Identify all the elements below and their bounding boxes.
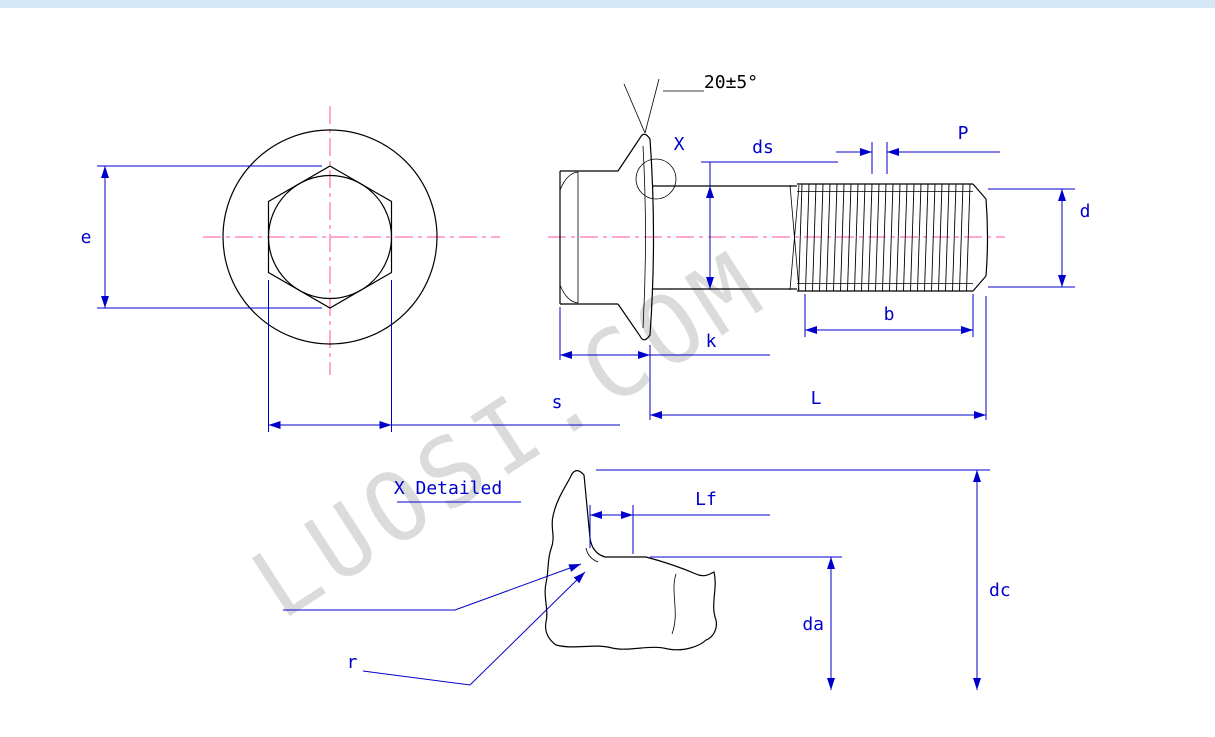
dimension-dc: dc (596, 469, 1011, 690)
detail-geometry (544, 470, 717, 651)
label-x: X (674, 134, 685, 155)
label-ds: ds (752, 137, 774, 158)
thread-hatch (797, 184, 973, 291)
dimension-p: P (836, 123, 1000, 174)
dimension-r: r (283, 563, 586, 686)
flange-circle (222, 129, 438, 345)
front-view: e s (81, 106, 620, 432)
dimension-ds: ds (701, 137, 838, 289)
label-k: k (706, 331, 717, 352)
top-strip (0, 0, 1215, 8)
dimension-l: L (650, 296, 987, 420)
hexagon (267, 165, 393, 309)
flange-profile (617, 133, 655, 341)
label-l: L (811, 388, 822, 409)
label-s: s (552, 392, 563, 413)
label-p: P (958, 123, 969, 144)
label-da: da (802, 614, 824, 635)
label-e: e (81, 227, 92, 248)
dimension-da: da (650, 556, 842, 690)
dimension-s: s (268, 280, 620, 432)
front-view-centerlines (203, 106, 500, 375)
label-lf: Lf (695, 489, 717, 510)
watermark: LUOSI.COM (234, 229, 786, 641)
side-view: 20±5° X ds P d (548, 72, 1090, 420)
label-dc: dc (989, 580, 1011, 601)
watermark-text: LUOSI.COM (234, 229, 786, 641)
label-d: d (1080, 201, 1091, 222)
detail-circle (635, 158, 677, 200)
label-b: b (884, 304, 895, 325)
side-view-geometry (559, 133, 989, 341)
dimension-b: b (804, 294, 974, 337)
detail-title: X Detailed (394, 478, 521, 503)
dimension-lf: Lf (589, 489, 770, 554)
angle-callout: 20±5° (623, 72, 758, 134)
detail-x-marker: X (635, 134, 685, 200)
label-r: r (347, 652, 358, 673)
label-x-detailed: X Detailed (394, 478, 502, 499)
label-angle: 20±5° (704, 72, 758, 93)
front-view-geometry (222, 129, 438, 345)
detail-view: X Detailed Lf (283, 469, 1011, 690)
dimension-d: d (988, 188, 1091, 288)
dimension-e: e (81, 165, 322, 309)
dimension-k: k (559, 307, 770, 420)
